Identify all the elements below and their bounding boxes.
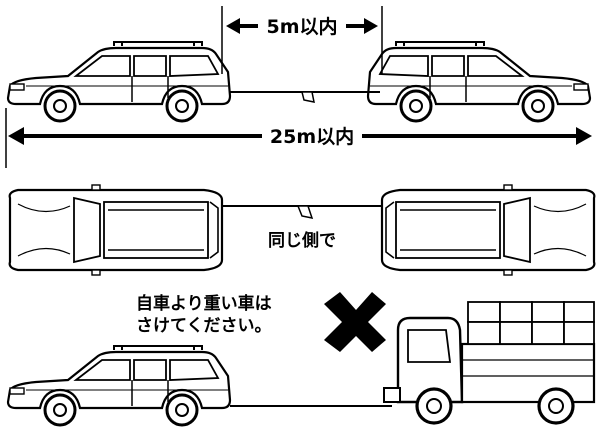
same-side-label: 同じ側で — [268, 230, 336, 251]
total-arrow — [8, 127, 592, 145]
towing-car-side — [6, 344, 232, 427]
rear-car-top — [380, 183, 596, 277]
front-car-top — [8, 183, 224, 277]
rear-car-side — [366, 40, 592, 123]
warning-line-2: さけてください。 — [136, 316, 272, 336]
gap-arrow — [226, 18, 378, 34]
warning-line-1: 自車より重い車は — [136, 294, 272, 314]
x-mark-icon — [324, 292, 386, 352]
gap-limit-label: 5m以内 — [266, 15, 337, 38]
tow-flag — [301, 91, 315, 103]
front-car-side — [6, 40, 232, 123]
truck-side — [383, 301, 596, 425]
tow-flag-top — [296, 205, 314, 219]
total-limit-label: 25m以内 — [270, 125, 354, 148]
